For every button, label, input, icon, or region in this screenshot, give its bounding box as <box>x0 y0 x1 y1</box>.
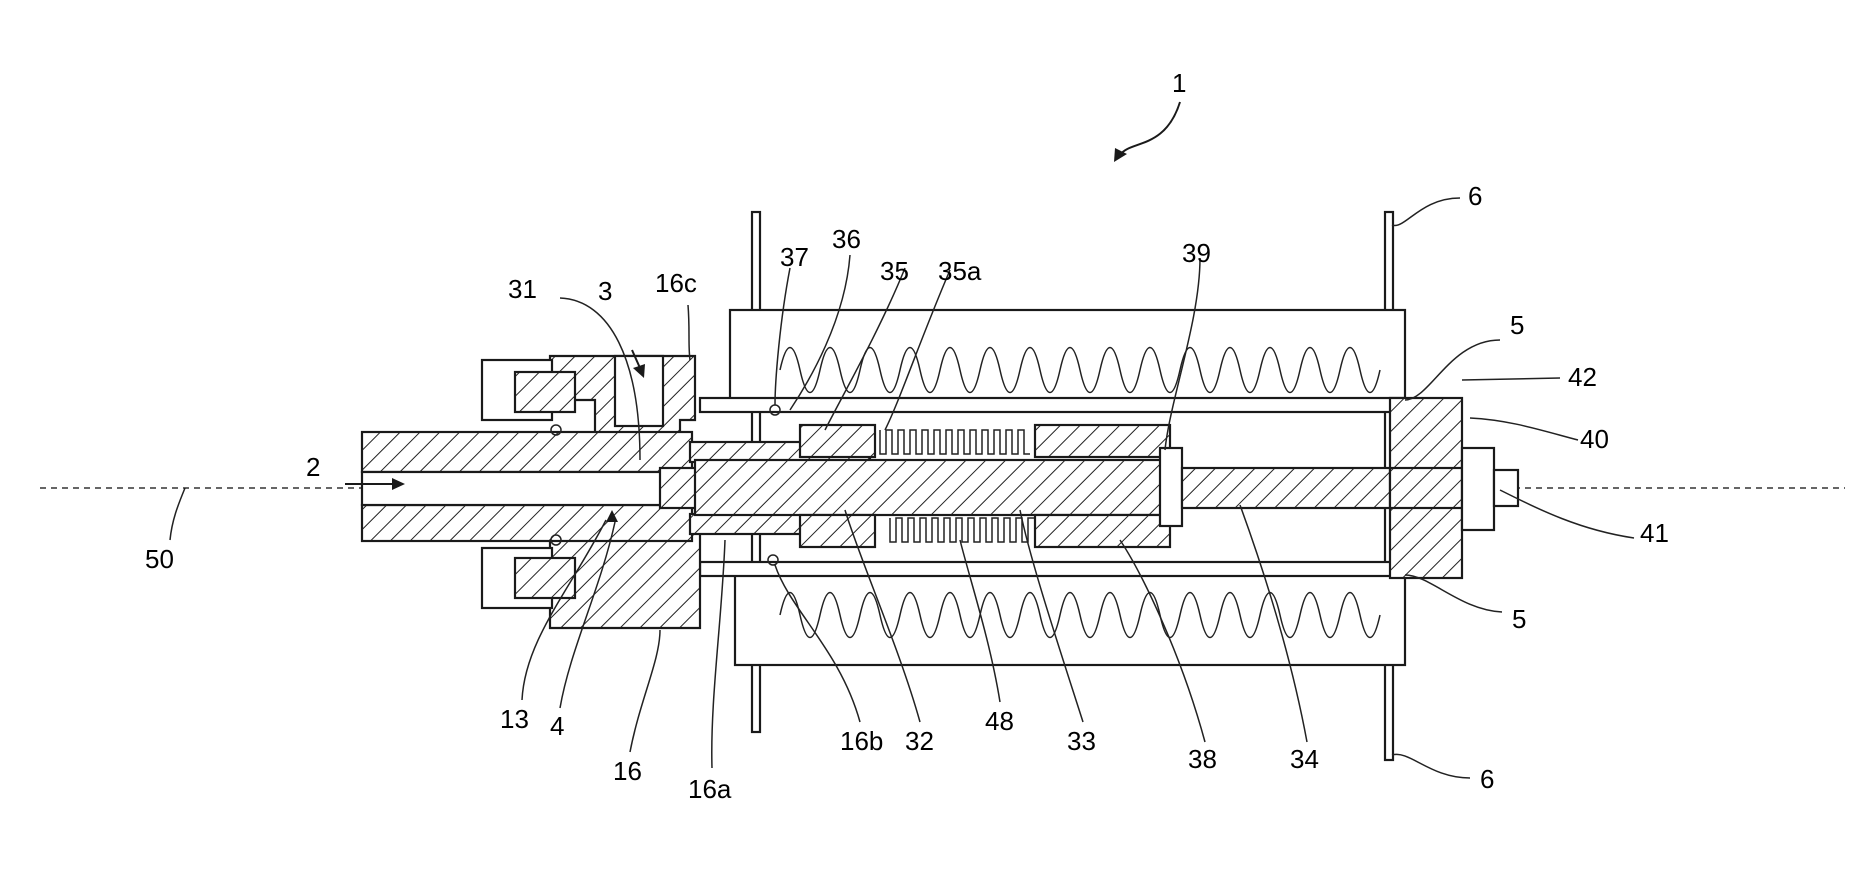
leader-16c <box>688 305 690 360</box>
label-5-bottom: 5 <box>1512 604 1526 634</box>
guide-tube-bottom <box>700 562 1405 576</box>
bellows-bottom <box>890 518 1034 542</box>
core-32 <box>695 460 1180 515</box>
pointer-1 <box>1120 102 1180 155</box>
bellows-housing-top <box>1035 425 1170 457</box>
label-3: 3 <box>598 276 612 306</box>
label-32: 32 <box>905 726 934 756</box>
label-33: 33 <box>1067 726 1096 756</box>
guide-tube-top <box>700 398 1405 412</box>
leader-6-bottom <box>1392 754 1470 778</box>
leader-5-top <box>1405 340 1500 400</box>
label-48: 48 <box>985 706 1014 736</box>
label-41: 41 <box>1640 518 1669 548</box>
label-16a: 16a <box>688 774 732 804</box>
label-16c: 16c <box>655 268 697 298</box>
label-34: 34 <box>1290 744 1319 774</box>
label-16: 16 <box>613 756 642 786</box>
label-6-bottom: 6 <box>1480 764 1494 794</box>
label-36: 36 <box>832 224 861 254</box>
label-38: 38 <box>1188 744 1217 774</box>
label-40: 40 <box>1580 424 1609 454</box>
inlet-pipe-top <box>362 432 692 472</box>
label-35: 35 <box>880 256 909 286</box>
end-cap-bore <box>1390 468 1462 508</box>
inner-sleeve-bottom <box>800 515 875 547</box>
leader-16 <box>630 630 660 752</box>
nut-41-tip <box>1494 470 1518 506</box>
bellows-top <box>880 430 1030 454</box>
flange-nut-top-hatch <box>515 372 575 412</box>
leader-42 <box>1462 378 1560 380</box>
leader-6-top <box>1392 198 1460 226</box>
leader-40 <box>1470 418 1578 440</box>
inner-sleeve-top <box>800 425 875 457</box>
label-13: 13 <box>500 704 529 734</box>
label-42: 42 <box>1568 362 1597 392</box>
label-1: 1 <box>1172 68 1186 98</box>
coil-housing-bottom <box>735 575 1405 665</box>
label-39: 39 <box>1182 238 1211 268</box>
inlet-pipe-bottom <box>362 505 692 541</box>
label-50: 50 <box>145 544 174 574</box>
bellows-housing-bottom <box>1035 515 1170 547</box>
label-37: 37 <box>780 242 809 272</box>
label-4: 4 <box>550 711 564 741</box>
label-31: 31 <box>508 274 537 304</box>
label-35a: 35a <box>938 256 982 286</box>
label-16b: 16b <box>840 726 883 756</box>
label-2: 2 <box>306 452 320 482</box>
leader-50 <box>170 488 185 540</box>
nut-41 <box>1462 448 1494 530</box>
flange-nut-bottom-hatch <box>515 558 575 598</box>
leader-5-bottom <box>1405 575 1502 612</box>
leader-41 <box>1500 490 1634 538</box>
label-5-top: 5 <box>1510 310 1524 340</box>
inlet-bore <box>362 472 662 505</box>
label-6-top: 6 <box>1468 181 1482 211</box>
stop-39 <box>1160 448 1182 526</box>
